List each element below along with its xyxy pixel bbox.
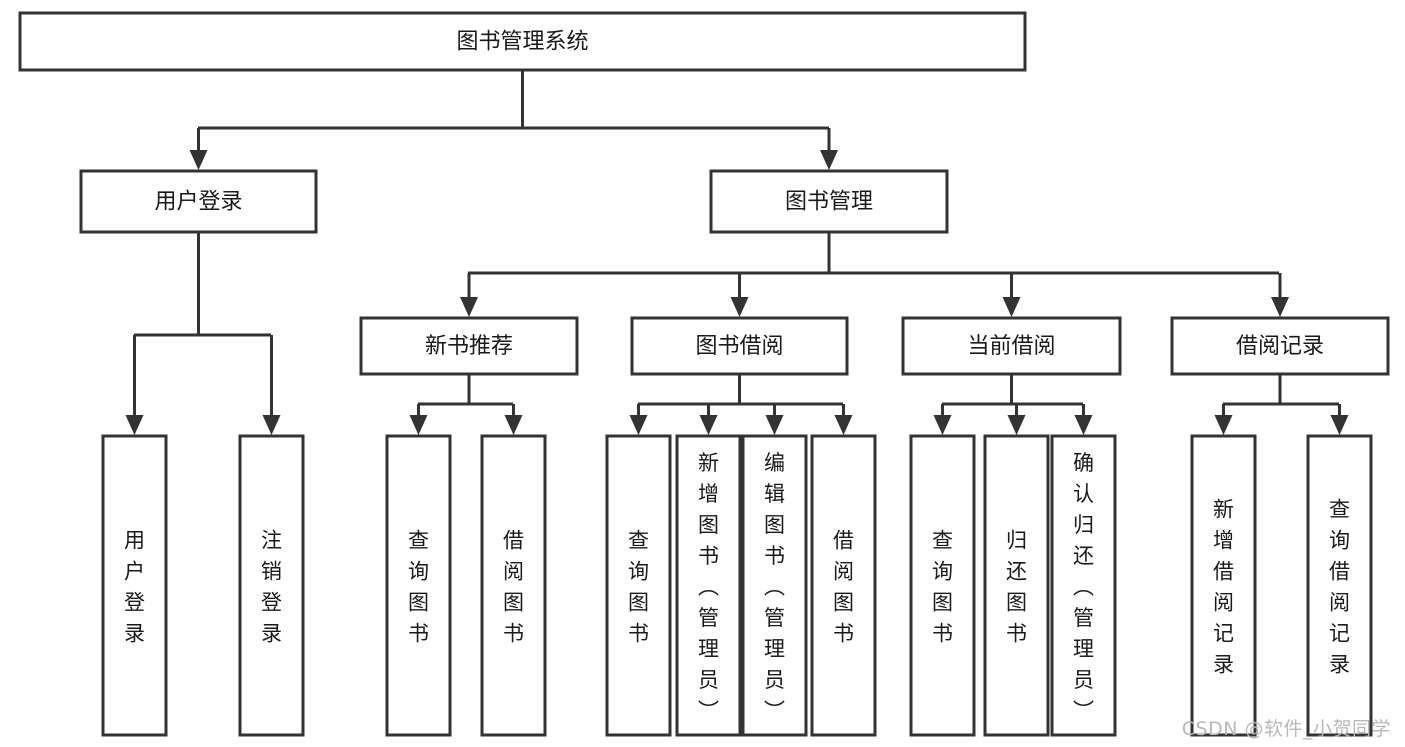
node-label: 查询借阅记录 [1329, 498, 1350, 677]
edge-arrowhead [504, 415, 523, 435]
edge-arrowhead [125, 415, 144, 435]
node-label: 新增借阅记录 [1213, 498, 1234, 677]
node-label: 新书推荐 [425, 334, 513, 359]
node-label: 查询图书 [408, 529, 429, 646]
edge-arrowhead [1002, 297, 1021, 317]
edge-arrowhead [189, 150, 208, 170]
node-box[interactable] [901, 316, 1122, 376]
node-box[interactable] [385, 434, 452, 737]
node-label: 注销登录 [261, 529, 282, 646]
node-leaf-add-record[interactable]: 新增借阅记录 [1190, 434, 1257, 737]
node-label: 借阅图书 [503, 529, 524, 646]
node-box[interactable] [1170, 316, 1390, 376]
node-leaf-query-book-1[interactable]: 查询图书 [385, 434, 452, 737]
node-box[interactable] [480, 434, 547, 737]
node-box[interactable] [810, 434, 877, 737]
node-leaf-borrow-book-1[interactable]: 借阅图书 [480, 434, 547, 737]
node-label: 图书管理系统 [456, 30, 588, 55]
node-label: 新增图书︵管理员︶ [698, 451, 719, 723]
node-leaf-query-record[interactable]: 查询借阅记录 [1306, 434, 1373, 737]
node-box[interactable] [709, 169, 949, 234]
edge-arrowhead [409, 415, 428, 435]
node-label: 借阅记录 [1236, 334, 1324, 359]
node-book-borrow[interactable]: 图书借阅 [630, 316, 849, 376]
edge-arrowhead [460, 297, 478, 317]
edge-arrowhead [834, 415, 853, 435]
node-label: 查询图书 [628, 529, 649, 646]
node-current-borrow[interactable]: 当前借阅 [901, 316, 1122, 376]
node-label: 用户登录 [124, 529, 145, 646]
node-label: 借阅图书 [833, 529, 854, 646]
node-box[interactable] [101, 434, 168, 737]
edge-arrowhead [820, 150, 838, 170]
node-leaf-confirm-return[interactable]: 确认归还︵管理员︶ [1050, 434, 1117, 737]
edge-arrowhead [730, 297, 749, 317]
node-box[interactable] [909, 434, 976, 737]
node-leaf-query-book-3[interactable]: 查询图书 [909, 434, 976, 737]
nodes-layer: 图书管理系统用户登录图书管理新书推荐图书借阅当前借阅借阅记录用户登录注销登录查询… [18, 11, 1390, 737]
edge-arrowhead [629, 415, 648, 435]
edge-arrowhead [1074, 415, 1093, 435]
node-label: 图书管理 [785, 190, 873, 215]
node-leaf-user-login[interactable]: 用户登录 [101, 434, 168, 737]
edge-arrowhead [1007, 415, 1026, 435]
edge-arrowhead [699, 415, 718, 435]
node-box[interactable] [238, 434, 305, 737]
node-label: 图书借阅 [695, 334, 783, 359]
edge-arrowhead [933, 415, 952, 435]
node-box[interactable] [359, 316, 579, 376]
node-leaf-borrow-book-2[interactable]: 借阅图书 [810, 434, 877, 737]
node-label: 编辑图书︵管理员︶ [764, 451, 785, 723]
edge-arrowhead [1271, 297, 1289, 317]
node-leaf-logout[interactable]: 注销登录 [238, 434, 305, 737]
node-box[interactable] [1306, 434, 1373, 737]
node-box[interactable] [605, 434, 672, 737]
node-label: 确认归还︵管理员︶ [1073, 451, 1094, 723]
node-leaf-return-book[interactable]: 归还图书 [983, 434, 1050, 737]
csdn-watermark: CSDN @软件_小贺同学 [1181, 718, 1391, 740]
node-box[interactable] [630, 316, 849, 376]
edge-arrowhead [765, 415, 784, 435]
node-label: 查询图书 [932, 529, 953, 646]
node-root[interactable]: 图书管理系统 [18, 11, 1027, 72]
node-leaf-edit-book[interactable]: 编辑图书︵管理员︶ [741, 434, 808, 737]
node-new-book-rec[interactable]: 新书推荐 [359, 316, 579, 376]
node-box[interactable] [18, 11, 1027, 72]
node-box[interactable] [983, 434, 1050, 737]
edge-arrowhead [1330, 415, 1349, 435]
node-leaf-add-book[interactable]: 新增图书︵管理员︶ [675, 434, 742, 737]
node-box[interactable] [1190, 434, 1257, 737]
node-box[interactable] [79, 169, 318, 234]
node-leaf-query-book-2[interactable]: 查询图书 [605, 434, 672, 737]
node-box[interactable] [675, 434, 742, 737]
node-label: 归还图书 [1006, 529, 1027, 646]
edge-arrowhead [262, 415, 281, 435]
edges-layer [125, 70, 1349, 435]
node-box[interactable] [741, 434, 808, 737]
node-book-manage[interactable]: 图书管理 [709, 169, 949, 234]
edge-arrowhead [1214, 415, 1233, 435]
node-user-login[interactable]: 用户登录 [79, 169, 318, 234]
node-label: 用户登录 [154, 190, 242, 215]
node-box[interactable] [1050, 434, 1117, 737]
node-borrow-record[interactable]: 借阅记录 [1170, 316, 1390, 376]
node-label: 当前借阅 [967, 334, 1055, 359]
